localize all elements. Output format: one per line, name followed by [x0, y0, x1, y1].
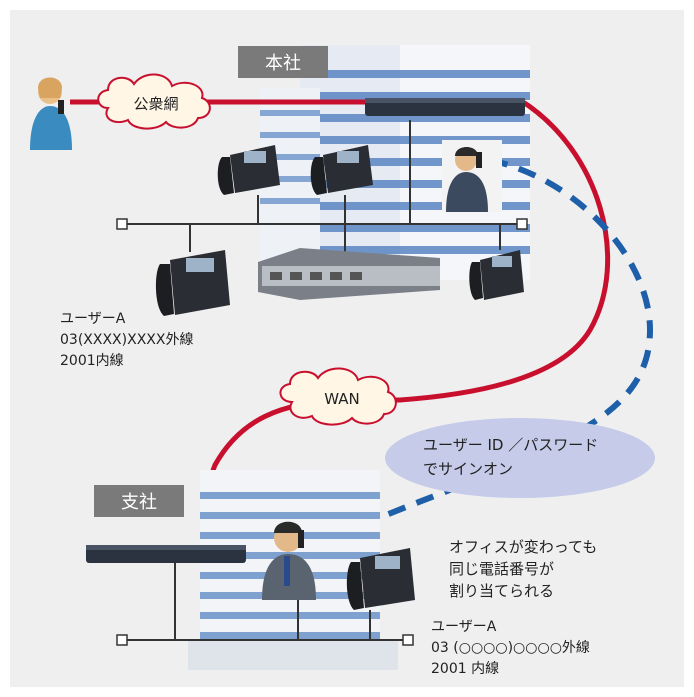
- caller-person-icon: [30, 77, 72, 150]
- signon-bubble: ユーザー ID ／パスワード でサインオン: [385, 418, 655, 498]
- branch-user-external-number: 03 (○○○○)○○○○外線: [431, 640, 590, 656]
- wan-cloud: WAN: [279, 367, 397, 426]
- branch-label-text: 支社: [121, 492, 157, 513]
- signon-text-line1: ユーザー ID ／パスワード: [423, 436, 598, 454]
- note-line1: オフィスが変わっても: [449, 538, 597, 556]
- note-line2: 同じ電話番号が: [449, 560, 554, 578]
- note-line3: 割り当てられる: [449, 582, 554, 600]
- branch-router: [86, 545, 246, 563]
- branch-user-name: ユーザーA: [431, 619, 497, 635]
- ip-phone-icon: [155, 250, 230, 316]
- signon-text-line2: でサインオン: [423, 460, 513, 478]
- branch-label: 支社: [94, 485, 184, 517]
- hq-label-text: 本社: [265, 53, 301, 74]
- ip-phone-icon: [217, 145, 280, 195]
- branch-user-person-icon: [262, 521, 316, 600]
- roaming-path: [303, 157, 654, 554]
- hq-lan: [116, 120, 528, 258]
- hq-user-name: ユーザーA: [60, 311, 126, 327]
- branch-user-internal-number: 2001 内線: [431, 661, 499, 677]
- wan-label: WAN: [324, 390, 360, 408]
- ip-phone-icon: [469, 250, 524, 300]
- hq-user-external-number: 03(XXXX)XXXX外線: [60, 332, 193, 348]
- hq-label: 本社: [238, 46, 328, 78]
- hq-router: [365, 98, 525, 116]
- public-network-label: 公衆網: [133, 95, 178, 113]
- hq-user-person-icon: [442, 140, 502, 212]
- public-network-cloud: 公衆網: [97, 73, 211, 130]
- ip-phone-icon: [310, 145, 373, 195]
- hq-server: [258, 248, 440, 300]
- ip-phone-icon: [346, 548, 415, 610]
- hq-user-internal-number: 2001内線: [60, 353, 124, 369]
- branch-lan: [116, 563, 414, 646]
